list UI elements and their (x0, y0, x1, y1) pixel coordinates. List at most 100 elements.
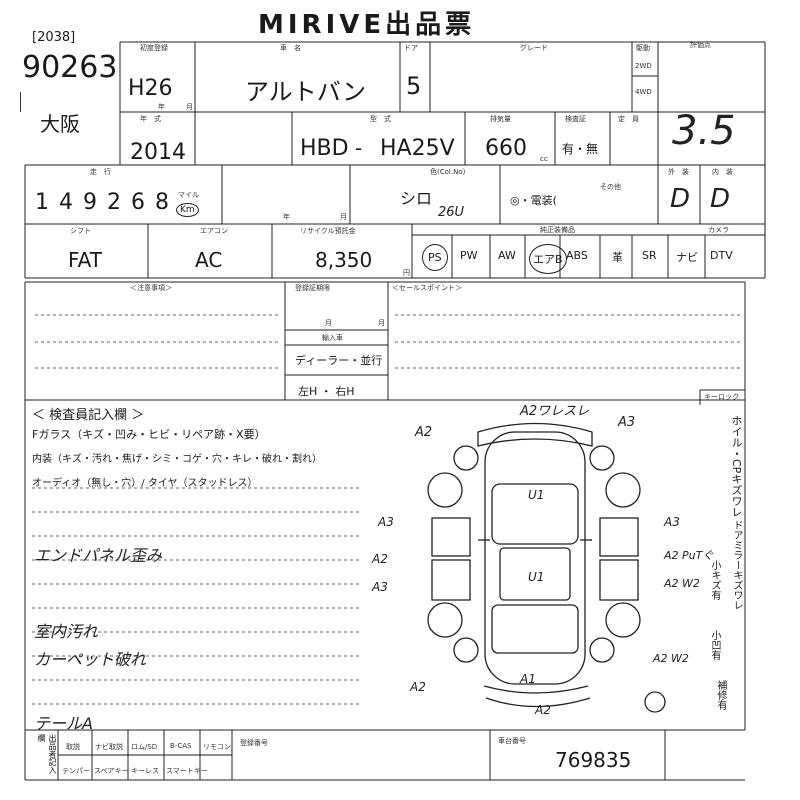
first-reg-value: H26 (128, 76, 173, 101)
mileage-digit: 6 (131, 190, 145, 215)
bottom-item-temper: テンパー (62, 767, 90, 775)
displacement-value: 660 (485, 136, 527, 161)
color-code-value: 26U (438, 205, 465, 220)
label-shift: シフト (70, 227, 91, 235)
lot-number: 90263 (22, 50, 118, 85)
year-unit-1: 年 (158, 103, 165, 111)
label-grade: グレード (520, 44, 548, 52)
paint-other: その他 (600, 183, 621, 191)
label-car-name: 車 名 (280, 44, 301, 52)
recycle-value: 8,350 (315, 248, 373, 272)
mileage-km-unit: Km (176, 203, 199, 217)
month-unit-1: 月 (186, 103, 193, 111)
label-first-reg: 初度登録 (140, 44, 168, 52)
label-capacity: 定 員 (618, 115, 639, 123)
label-reg-expiry: 登録証期限 (295, 284, 330, 292)
yen-unit: 円 (403, 269, 410, 277)
car-name-value: アルトバン (245, 78, 366, 106)
paint-options: ◎・電装( (510, 194, 557, 207)
side-note-mirror: ドアミラーキズワレ (731, 520, 742, 610)
label-equipment: 純正装備品 (540, 226, 575, 234)
label-mileage-mi: マイル (178, 191, 199, 199)
label-notes: ＜注意事項＞ (130, 284, 172, 292)
bottom-item-remote: リモコン (203, 743, 231, 751)
label-mileage: 走 行 (90, 168, 111, 176)
mark-right-2: A2 PuTぐ (664, 549, 714, 562)
label-camera: カメラ (708, 226, 729, 234)
side-notes: ホイル・CPキズワレ (722, 415, 744, 517)
side-note-repair: 補修有 (715, 680, 726, 710)
mileage-digit: 4 (59, 190, 73, 215)
label-frame: 登録番号 (240, 739, 268, 747)
mark-left-2: A2 (372, 552, 388, 566)
bottom-item-keyless: キーレス (131, 767, 159, 775)
score-value: 3.5 (672, 108, 736, 154)
side-notes-3: ドアミラーキズワレ (726, 520, 744, 610)
steering-value: 左H ・ 右H (298, 385, 355, 398)
mark-left-door: A3 (378, 515, 394, 529)
equipment-airbag: エアB (529, 244, 567, 274)
dealer-value: ディーラー・並行 (295, 354, 383, 367)
label-doors: ドア (404, 44, 418, 52)
model-prefix-value: HBD (300, 136, 349, 161)
note-end-panel: エンドパネル歪み (34, 546, 163, 565)
bottom-item-spare-key: スペアキー (94, 767, 129, 775)
equipment-sr: SR (642, 249, 657, 262)
equipment-navi: ナビ (676, 251, 698, 264)
location: 大阪 (40, 112, 80, 136)
label-color: 色(Col.No) (430, 168, 466, 176)
bottom-item-navi-manual: ナビ取説 (95, 743, 123, 751)
label-score: 評価点 (690, 41, 711, 49)
model-year-value: 2014 (130, 140, 186, 165)
inspector-heading: ＜ 検査員記入欄 ＞ (32, 408, 145, 423)
model-code-value: HA25V (380, 136, 455, 161)
label-aircon: エアコン (200, 227, 228, 235)
mileage-digits: 1 4 9 2 6 8 (30, 190, 174, 215)
note-tail: テールA (34, 714, 93, 733)
label-2wd: 2WD (635, 62, 652, 70)
model-dash: - (355, 136, 363, 160)
side-notes-4: 小凹有 (706, 630, 722, 660)
inspection-value: 有・無 (562, 142, 599, 156)
lot-small: [2038] (32, 30, 76, 45)
mark-left-3: A3 (372, 580, 388, 594)
mark-rear-bottom: A2 (535, 703, 551, 717)
equipment-pw: PW (460, 249, 478, 262)
cc-unit: cc (540, 155, 548, 163)
label-4wd: 4WD (635, 88, 652, 96)
color-value: シロ (400, 189, 433, 208)
year-unit-2: 年 (283, 213, 290, 221)
mark-u1-top: U1 (528, 488, 545, 502)
chassis-number: 769835 (555, 748, 632, 772)
label-exterior: 外 装 (668, 168, 689, 176)
note-carpet: カーペット破れ (34, 650, 147, 669)
equipment-aw: AW (498, 249, 516, 262)
mileage-digit: 8 (155, 190, 169, 215)
mileage-digit: 1 (35, 190, 49, 215)
label-model: 型 式 (370, 115, 391, 123)
mark-rear-left: A2 (410, 680, 426, 694)
mark-rear-right: A2 W2 (653, 652, 689, 665)
bottom-item-smart-key: スマートキー (166, 767, 208, 775)
doors-value: 5 (406, 72, 422, 100)
mark-right-1: A3 (664, 515, 680, 529)
mileage-digit: 2 (107, 190, 121, 215)
mark-front-glass: A2ワレスレ (520, 404, 590, 419)
bottom-item-rom: ロム/SD (131, 743, 158, 751)
mark-right-3: A2 W2 (664, 577, 700, 590)
car-diagram (427, 422, 666, 713)
aircon-value: AC (195, 248, 223, 272)
side-notes-2: 小キズ有 (706, 560, 722, 600)
label-key: キーロック (704, 393, 739, 401)
mark-u1-mid: U1 (528, 570, 545, 584)
equipment-ps: PS (422, 244, 448, 271)
equipment-row: PS PW AW エアB ABS 革 SR ナビ DTV (412, 240, 765, 276)
label-inspection: 検査証 (565, 115, 586, 123)
bottom-item-bcas: B-CAS (170, 742, 192, 750)
inspection-line-glass: Fガラス（キズ・凹み・ヒビ・リペア跡・X要） (32, 428, 266, 441)
mark-rear-center: A1 (520, 672, 536, 686)
label-displacement: 排気量 (490, 115, 511, 123)
label-interior: 内 装 (712, 168, 733, 176)
label-recycle: リサイクル預託金 (300, 227, 356, 235)
